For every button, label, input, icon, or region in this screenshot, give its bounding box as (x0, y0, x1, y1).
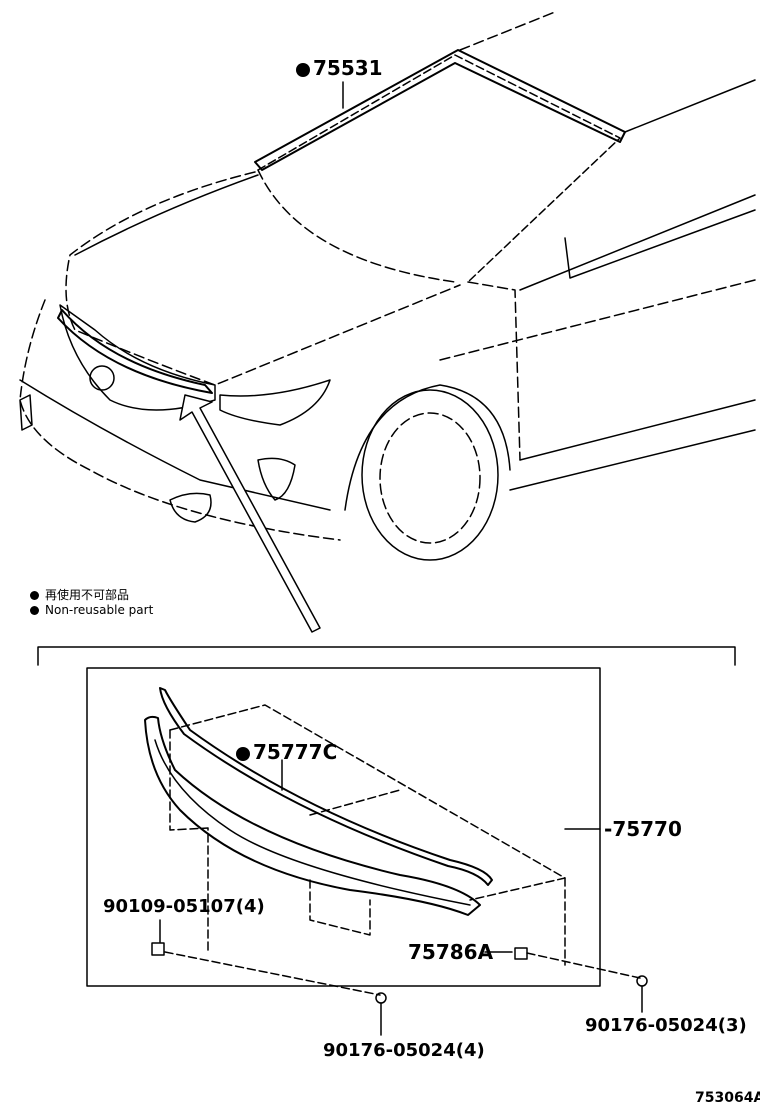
diagram-code: 753064A (695, 1090, 760, 1106)
body-side-window (564, 209, 756, 279)
detail-dashed-inner (309, 879, 371, 936)
fog-lamp-right (257, 457, 296, 501)
windshield-outline (257, 54, 621, 283)
clip-mid-dashed (526, 952, 641, 979)
label-75777c: 75777C (236, 740, 337, 764)
label-75531: 75531 (296, 56, 383, 80)
body-rocker (509, 429, 756, 491)
roof-line (459, 11, 556, 51)
label-75786a: 75786A (408, 940, 494, 964)
pointer-arrow (179, 394, 321, 633)
bumper-lower (19, 379, 331, 511)
emblem (89, 365, 115, 391)
hood-front-edge (74, 174, 259, 256)
clip-upper-part (151, 942, 165, 956)
legend-en: Non-reusable part (30, 603, 153, 617)
headlamp (219, 379, 331, 426)
main-molding (144, 715, 481, 916)
non-reusable-dot (296, 62, 310, 77)
roof-line-2 (624, 79, 756, 133)
fog-lamp-left (169, 492, 212, 523)
a-pillar (467, 281, 521, 461)
main-molding-inner (154, 739, 471, 906)
body-side-mid (439, 279, 756, 361)
clip-mid-part (514, 947, 528, 960)
clip-dashed-line (164, 951, 381, 996)
wheel-inner (379, 412, 481, 544)
wheel (361, 389, 499, 561)
side-vent (19, 394, 33, 431)
detail-dashed-mid (309, 789, 401, 816)
label-90109: 90109-05107(4) (103, 896, 265, 917)
legend-dot (30, 591, 39, 600)
windshield-molding (254, 49, 626, 171)
legend-jp: 再使用不可部品 (30, 586, 129, 603)
body-side-low (519, 399, 756, 461)
group-bracket (37, 646, 736, 666)
detail-box (86, 667, 601, 987)
detail-dashed-left (169, 729, 209, 953)
front-fascia (19, 299, 341, 541)
label-nut-right: 90176-05024(3) (585, 1015, 747, 1036)
grille (59, 304, 216, 411)
wheel-arch (344, 384, 511, 511)
label-nut-left: 90176-05024(4) (323, 1040, 485, 1061)
non-reusable-dot (236, 746, 250, 761)
label-75770: -75770 (604, 817, 682, 841)
sub-molding (159, 687, 493, 886)
hood-outline (65, 171, 461, 386)
legend-dot (30, 606, 39, 615)
windshield-lower-edge (257, 169, 456, 283)
hood-molding-on-car (57, 309, 213, 394)
body-side-top (519, 194, 756, 291)
detail-dashed-top (169, 704, 566, 901)
